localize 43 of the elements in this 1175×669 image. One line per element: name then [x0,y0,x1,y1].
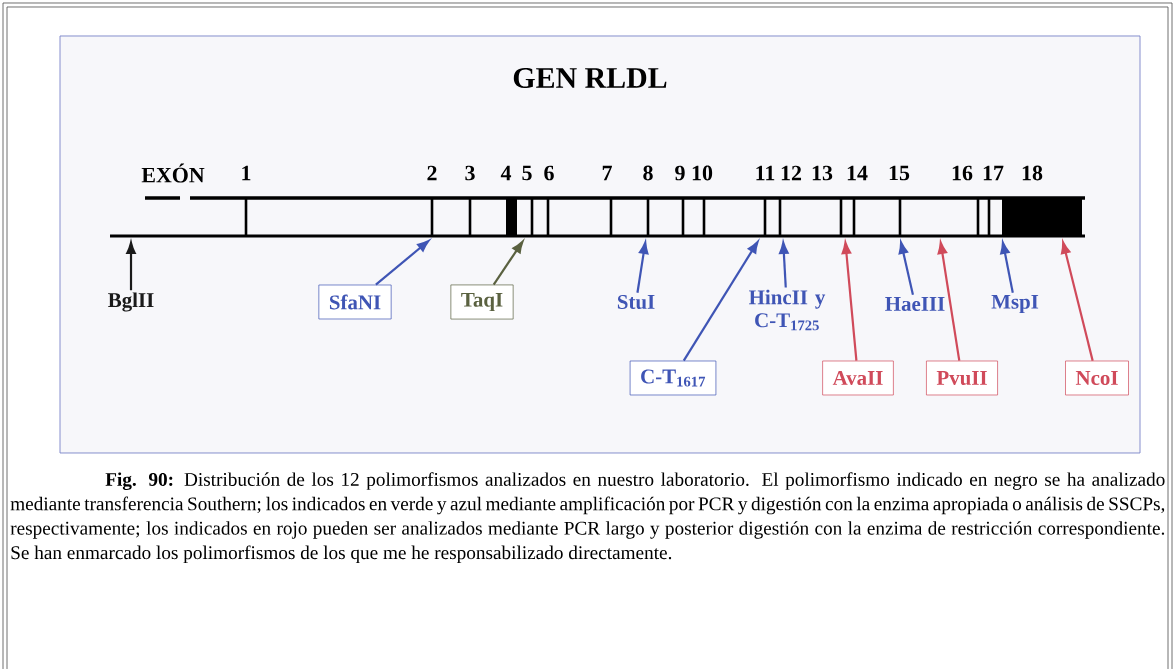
exon-number: 5 [522,165,532,181]
exon-number: 17 [983,165,1004,181]
exon-number: 3 [465,165,475,181]
enzyme-label: MspI [991,294,1039,314]
arrow [841,241,858,361]
enzyme-label: HincII y C-T$_{1725}$ [749,289,826,331]
arrow [937,241,961,361]
exon-number: 11 [756,165,775,181]
exon-number: 1 [242,165,251,181]
exon-legend-label: EXÓN [141,163,205,183]
enzyme-label: BglII [108,292,154,312]
exon-number: 18 [1022,165,1043,181]
enzyme-box: C-T$_{1617}$ [629,360,717,396]
enzyme-box: NcoI [1065,360,1129,396]
arrow [779,241,789,288]
caption-text: Fig. 90: Distribución de los 12 polimorfismos analizados en nuestro laboratorio. El polimorfismo indicado en negro se ha analizado mediante transferencia Southern; los indicados en verde y azul mediante amplificación por PCR y digestión con la enzima apropiada o análisis de SSCPs, respectivamente; los indicados en rojo pueden ser analizados mediante PCR largo y posterior digestión con la enzima de restricción correspondiente. Se han enmarcado los polimorfismos de los que me he responsabilizado directamente. [10,472,1165,564]
exon-number: 4 [500,165,512,181]
enzyme-box: PvuII [926,360,998,396]
exon-number: 6 [544,165,554,181]
arrow [375,240,430,286]
exon-number: 14 [847,165,868,181]
exon-number: 15 [889,165,910,181]
enzyme-label: HaeIII [885,297,945,311]
arrow [1000,241,1014,293]
arrow [682,241,759,362]
exon-number: 8 [643,165,653,181]
exon-number: 13 [812,165,833,181]
exon-number: 2 [427,165,437,181]
arrow [898,241,914,296]
gene-drawing [110,196,1085,238]
exon-number: 12 [781,165,801,181]
enzyme-box: TaqI [450,284,514,320]
enzyme-box: AvaII [822,360,894,396]
exon-number: 10 [692,165,713,181]
exon-number: 9 [675,165,685,181]
arrow [636,241,649,293]
exon-number: 16 [952,165,973,181]
enzyme-box: SfaNI [318,284,392,320]
arrow [126,241,136,291]
exon-number: 7 [602,165,612,181]
enzyme-label: StuI [617,294,655,310]
title: GEN RLDL [513,67,667,89]
arrow [1060,241,1094,361]
